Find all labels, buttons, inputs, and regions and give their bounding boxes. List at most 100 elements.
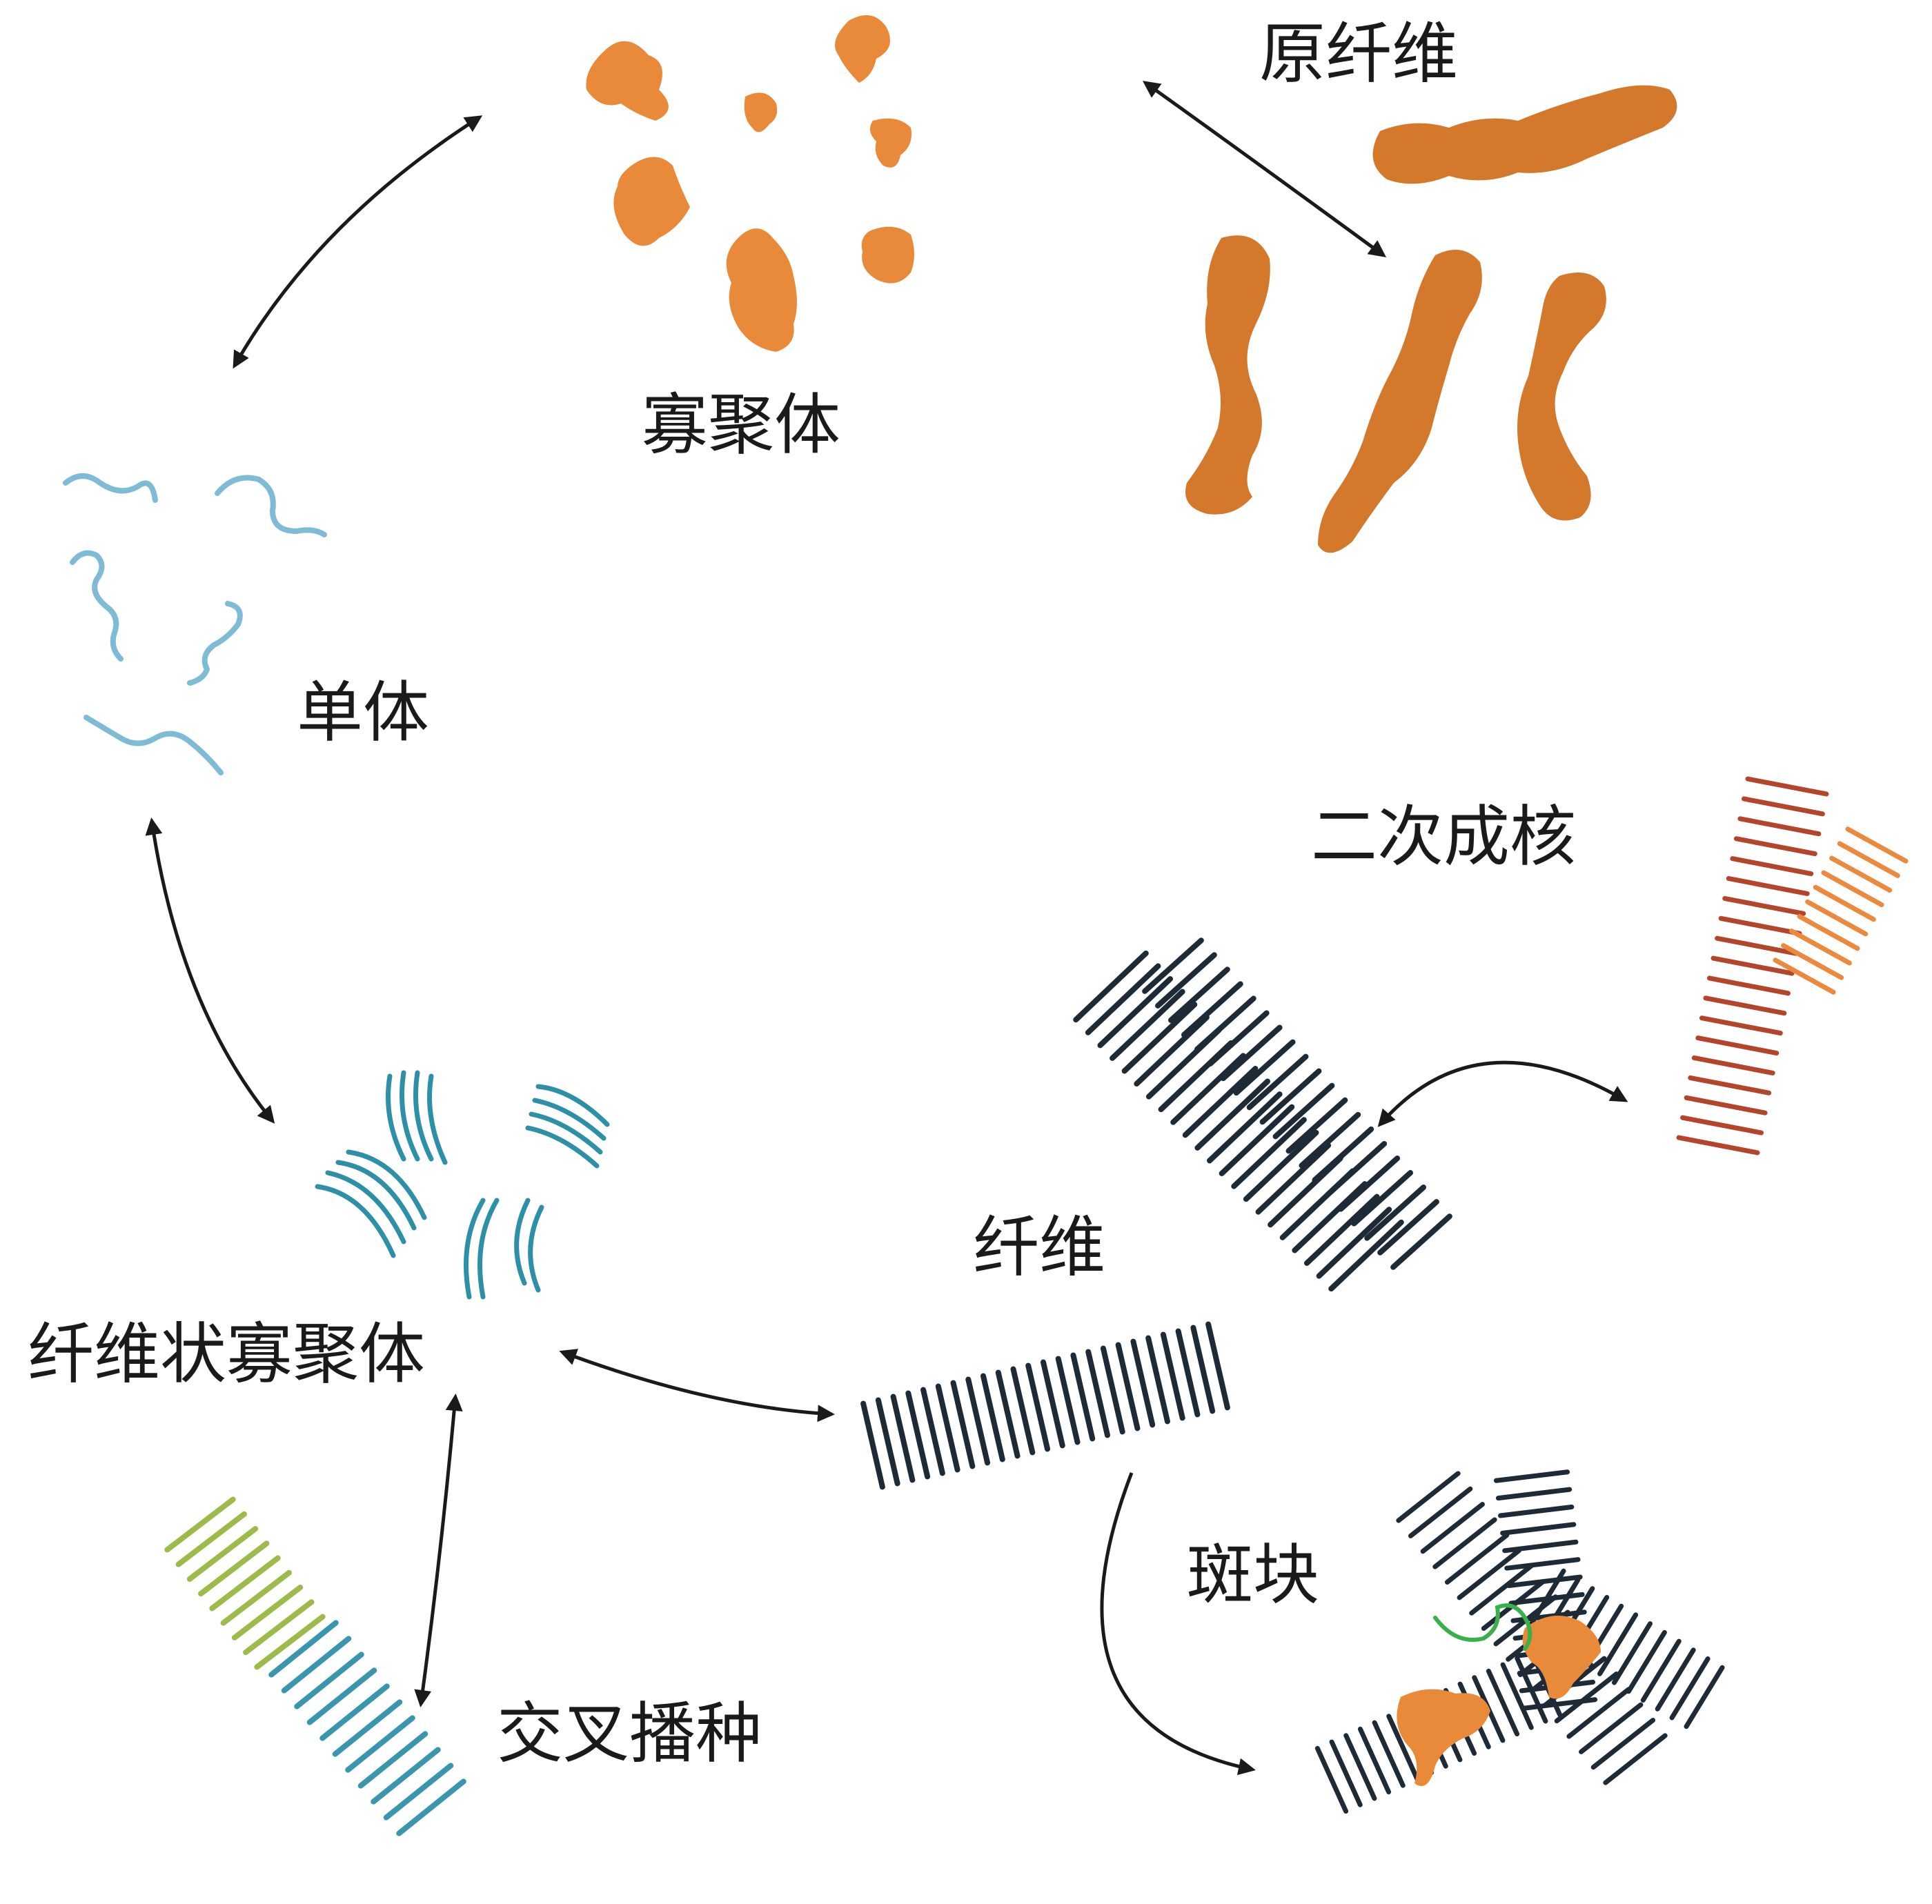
cross-seed-green-strand	[186, 1526, 259, 1582]
arrow-fibril-plaque	[1100, 1472, 1256, 1776]
plaque-fibril-b-strand	[1495, 1487, 1573, 1501]
cross-seed-green-strand	[164, 1496, 236, 1553]
plaque-fibril-b-strand	[1504, 1557, 1581, 1571]
fibril-diagonal-b-strand	[1272, 1082, 1335, 1140]
secondary-fibril-strand	[1745, 776, 1829, 797]
cross-seed-teal-strand	[268, 1620, 339, 1678]
plaque-fibril-c-strand	[1655, 1647, 1696, 1712]
fibril-horizontal-strand	[1040, 1359, 1065, 1449]
secondary-fibril-strand	[1680, 1115, 1764, 1136]
fibril-horizontal-strand	[875, 1397, 900, 1487]
secondary-fibril-strand	[1715, 935, 1799, 956]
fibril-horizontal-strand	[920, 1387, 945, 1476]
fibril-diagonal-a-strand	[1182, 1065, 1259, 1138]
fibril-horizontal-strand	[980, 1373, 1005, 1462]
fibril-diagonal-b-strand	[1299, 1111, 1361, 1169]
plaque-fibril-c-strand	[1525, 1568, 1566, 1633]
fibril-diagonal-a-strand	[1073, 950, 1149, 1023]
label-protofibril: 原纤维	[1259, 15, 1458, 92]
fibril-horizontal-strand	[1070, 1352, 1096, 1442]
secondary-fibril-strand	[1684, 1095, 1768, 1115]
fibril-diagonal-a-strand	[1170, 1053, 1246, 1125]
fibril-diagonal-a-strand	[1328, 1219, 1404, 1292]
plaque-fibril-d-strand	[1357, 1726, 1392, 1795]
fibril-horizontal-strand	[965, 1376, 991, 1466]
arrow-monomer-oligomer	[233, 115, 483, 369]
fibril-horizontal-strand	[905, 1390, 931, 1480]
fibril-diagonal-b-strand	[1390, 1213, 1452, 1270]
secondary-branch-strand	[1781, 943, 1844, 980]
cross-seed-green-strand	[254, 1614, 326, 1670]
secondary-fibril-strand	[1703, 995, 1787, 1016]
label-monomer: 单体	[297, 674, 429, 751]
fibril-diagonal-b-strand	[1312, 1126, 1374, 1183]
cross-seed-green-strand	[220, 1569, 292, 1626]
cross-seed-teal-strand	[294, 1652, 364, 1709]
protofibril-shapes	[1185, 85, 1677, 553]
fibril-horizontal	[860, 1321, 1230, 1490]
secondary-branch-strand	[1813, 884, 1876, 922]
plaque-fibril-a-strand	[1420, 1502, 1485, 1554]
plaque-fibril-d-strand	[1486, 1668, 1520, 1737]
secondary-fibril-strand	[1722, 895, 1806, 916]
secondary-fibril-strand	[1688, 1075, 1772, 1095]
plaque-fibril-c-strand	[1669, 1656, 1711, 1720]
fibril-horizontal-strand	[1115, 1342, 1141, 1431]
plaque-fibril-a-strand	[1603, 1733, 1668, 1785]
plaque-fibril-d-strand	[1314, 1745, 1349, 1814]
secondary-branch-strand	[1845, 826, 1909, 864]
secondary-fibril-strand	[1711, 955, 1795, 976]
plaque-fibril-d-strand	[1372, 1720, 1406, 1788]
fibril-diagonal-b-strand	[1351, 1170, 1414, 1227]
fibril-horizontal-strand	[1145, 1335, 1170, 1425]
fibril-horizontal-strand	[950, 1380, 976, 1469]
fibril-diagonal-b-strand	[1377, 1199, 1439, 1256]
cross-seed-teal-strand	[345, 1715, 415, 1773]
cross-seed-teal-strand	[332, 1699, 403, 1757]
fibril-diagonal-b	[1142, 938, 1452, 1270]
fibril-horizontal-strand	[1100, 1345, 1125, 1435]
arrow-monomer-fibrillar-oligomer	[145, 817, 275, 1124]
plaque-fibril-a-strand	[1444, 1532, 1510, 1585]
cross-seed-green-strand	[209, 1555, 281, 1612]
cross-seed-teal-strand	[281, 1636, 352, 1694]
arrow-fibril-secondary-nucleation	[1377, 1060, 1628, 1127]
plaque-fibril-d-strand	[1343, 1733, 1377, 1801]
secondary-fibril-strand	[1699, 1015, 1783, 1036]
plaque-fibril-a-strand	[1566, 1687, 1631, 1739]
process-arrows	[145, 81, 1628, 1776]
label-cross-seeding: 交叉播种	[497, 1695, 762, 1772]
fibril-diagonal-b-strand	[1181, 981, 1243, 1038]
secondary-fibril-strand	[1676, 1135, 1760, 1156]
fibril-diagonal-b-strand	[1220, 1024, 1283, 1082]
fibril-diagonal-b-strand	[1207, 1010, 1270, 1067]
fibril-horizontal-strand	[995, 1369, 1021, 1459]
plaque-fibril-a-strand	[1432, 1517, 1497, 1569]
plaque-fibril-b-strand	[1506, 1574, 1583, 1589]
fibril-horizontal-strand	[1085, 1349, 1110, 1438]
fibril-diagonal-b-strand	[1155, 952, 1217, 1009]
plaque-fibril-c-strand	[1597, 1612, 1639, 1676]
secondary-fibril-strand	[1726, 875, 1810, 896]
secondary-fibril	[1676, 776, 1829, 1156]
fibril-diagonal-a-strand	[1207, 1091, 1283, 1164]
fibril-horizontal-strand	[1205, 1321, 1230, 1411]
fibril-diagonal-a-strand	[1303, 1193, 1380, 1267]
fibril-diagonal-b-strand	[1142, 938, 1204, 994]
label-secondary-nucleation: 二次成核	[1311, 798, 1576, 875]
plaque-fibril-a-strand	[1579, 1702, 1644, 1754]
secondary-branch-strand	[1821, 870, 1884, 908]
oligomer-blobs	[586, 15, 914, 352]
fibrillar-oligomer-stacks	[315, 1070, 610, 1300]
label-oligomer: 寡聚体	[642, 386, 840, 464]
fibril-horizontal-strand	[935, 1383, 960, 1473]
plaque-fibril-b-strand	[1500, 1522, 1577, 1536]
fibril-horizontal-strand	[1130, 1338, 1156, 1428]
cross-seed-green-strand	[175, 1511, 247, 1567]
cross-seed-green-strand	[198, 1540, 270, 1597]
cross-seed-teal-strand	[383, 1763, 454, 1821]
fibril-horizontal-strand	[1010, 1366, 1036, 1456]
cross-seed-green	[164, 1496, 326, 1670]
secondary-fibril-strand	[1718, 915, 1802, 936]
fibril-diagonal-a-strand	[1231, 1117, 1307, 1189]
